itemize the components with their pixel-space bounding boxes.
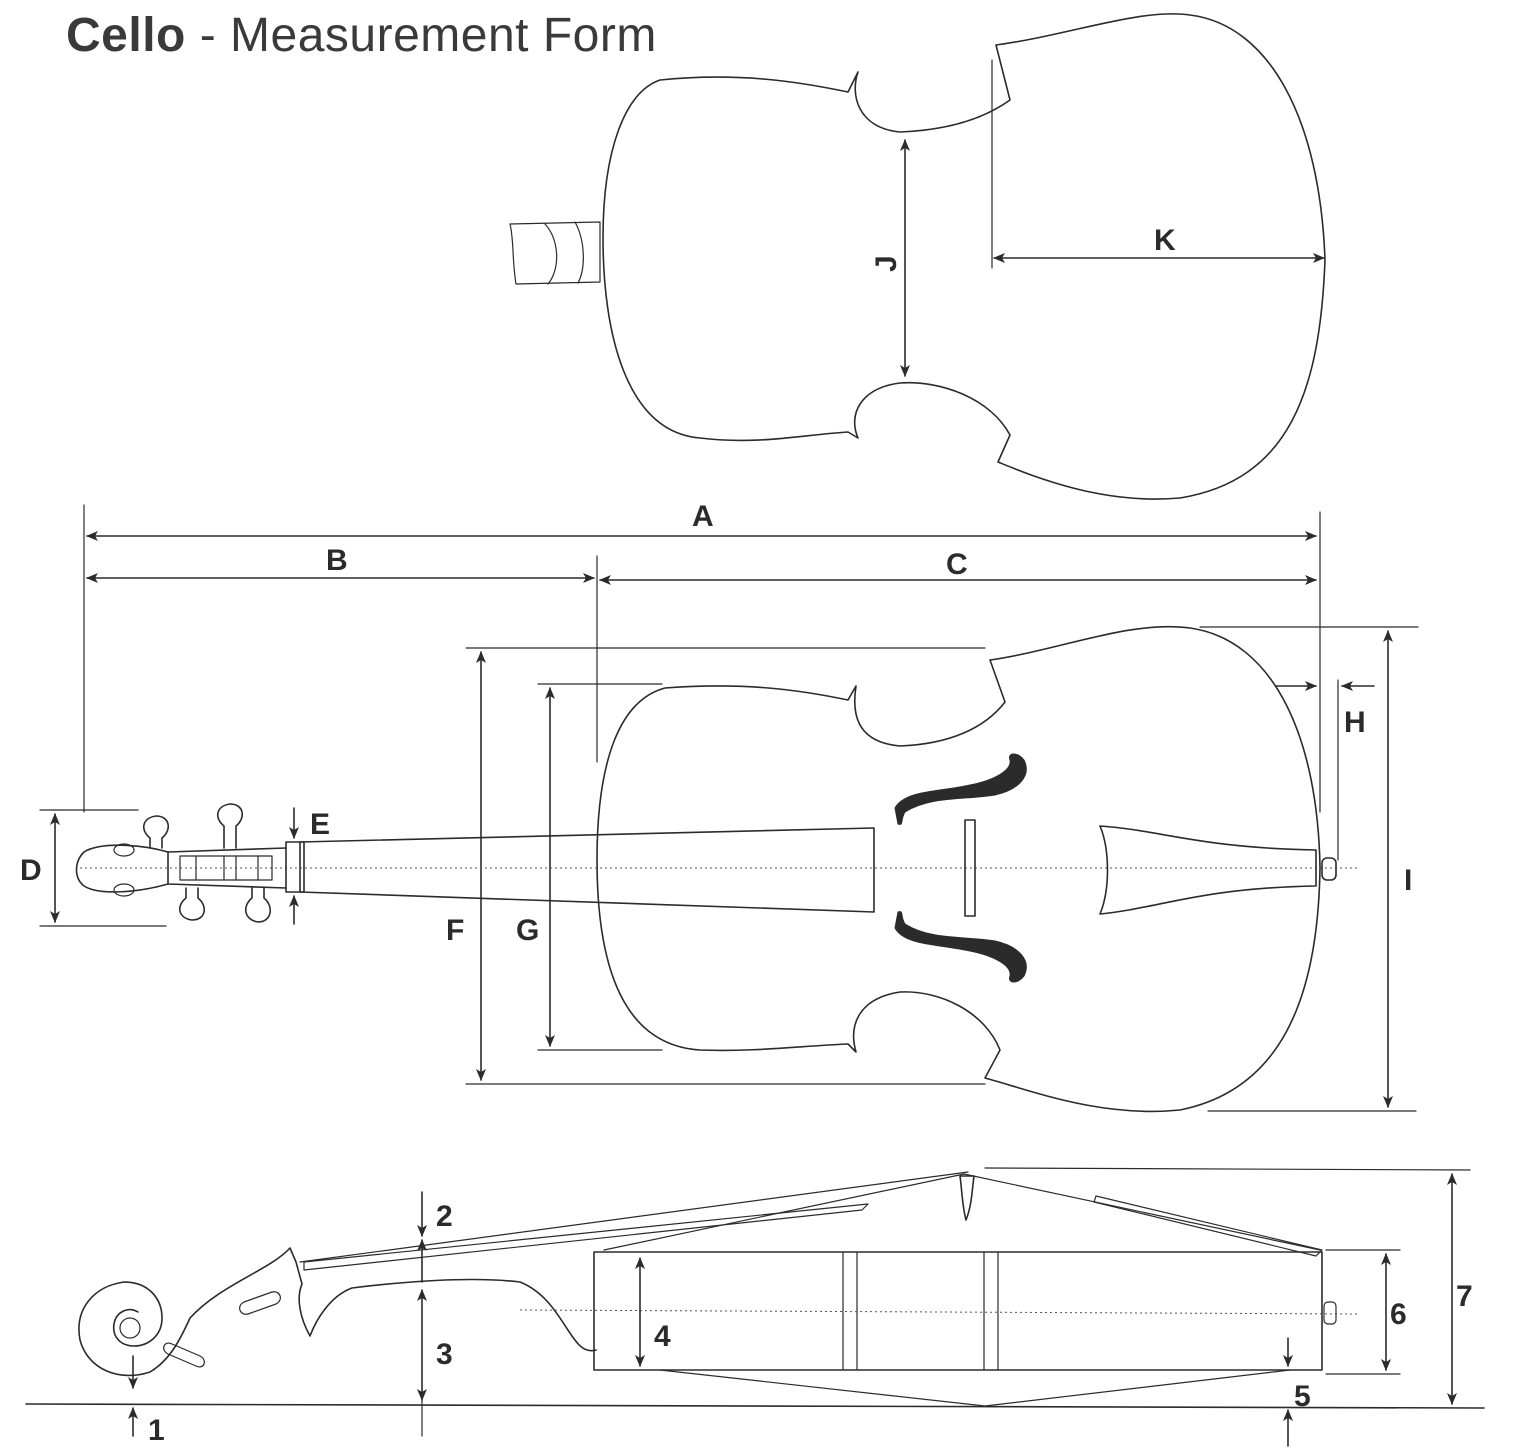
- label-J: J: [870, 255, 903, 272]
- label-F: F: [446, 914, 464, 947]
- title-bold: Cello: [66, 9, 186, 62]
- label-B: B: [326, 544, 348, 577]
- label-A: A: [692, 500, 714, 533]
- label-4: 4: [654, 1320, 671, 1353]
- label-E: E: [310, 808, 330, 841]
- label-C: C: [946, 548, 968, 581]
- label-6: 6: [1390, 1298, 1407, 1331]
- title-rest: - Measurement Form: [185, 9, 657, 62]
- label-1: 1: [148, 1414, 165, 1447]
- label-H: H: [1344, 706, 1366, 739]
- label-7: 7: [1456, 1280, 1473, 1313]
- label-5: 5: [1294, 1380, 1311, 1413]
- label-D: D: [20, 854, 42, 887]
- label-G: G: [516, 914, 539, 947]
- cello-front-view: [39, 504, 1419, 1113]
- page-title: Cello - Measurement Form: [66, 8, 657, 63]
- cello-side-view: [25, 1167, 1485, 1447]
- label-K: K: [1154, 224, 1176, 257]
- label-3: 3: [436, 1338, 453, 1371]
- label-2: 2: [436, 1200, 453, 1233]
- body-back-view: [509, 13, 1326, 500]
- label-I: I: [1404, 864, 1412, 897]
